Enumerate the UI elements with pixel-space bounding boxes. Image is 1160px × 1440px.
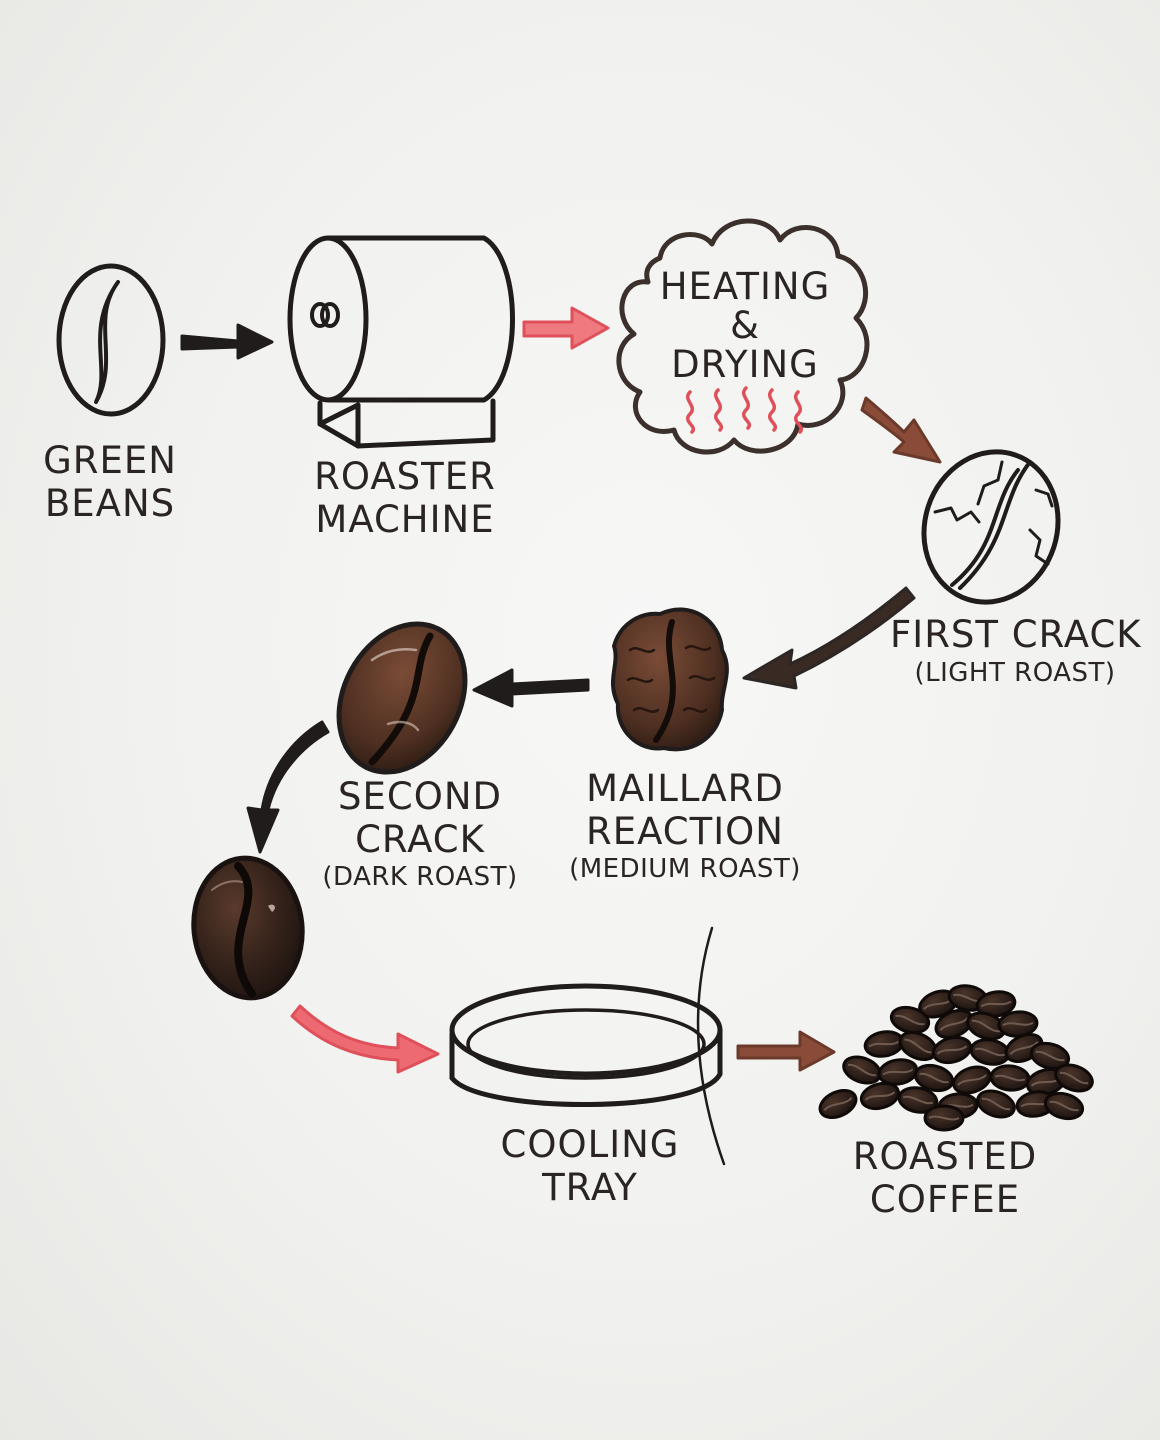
cooling-tray-icon	[449, 926, 726, 1166]
arrow-cooling-to-roasted	[736, 1030, 836, 1072]
pile-bean-crease	[823, 1096, 853, 1112]
pile-bean-crease	[936, 1045, 968, 1055]
label-roaster-line1: ROASTER	[314, 455, 496, 498]
pile-bean	[976, 1089, 1016, 1119]
pile-bean-crease	[939, 1016, 969, 1032]
pile-bean-crease	[895, 1014, 925, 1026]
label-green-beans-line2: BEANS	[44, 481, 176, 525]
pile-bean-crease	[980, 1000, 1012, 1008]
label-maillard-sub: (MEDIUM ROAST)	[569, 854, 801, 885]
label-cooling-line2: TRAY	[542, 1165, 638, 1209]
label-second-crack-sub: (DARK ROAST)	[322, 862, 518, 893]
label-roaster-line2: MACHINE	[315, 497, 495, 541]
arrow-first-crack-to-maillard	[742, 586, 916, 690]
pile-bean-crease	[847, 1063, 877, 1077]
label-maillard-line1: MAILLARD	[586, 767, 784, 810]
label-second-crack: SECOND CRACK (DARK ROAST)	[310, 775, 530, 893]
medium-roast-bean-icon	[610, 607, 729, 752]
label-roasted-line2: COFFEE	[869, 1177, 1021, 1221]
pile-bean	[1054, 1063, 1094, 1093]
pile-bean	[859, 1081, 901, 1111]
pile-bean-crease	[864, 1091, 896, 1101]
pile-bean-crease	[974, 1047, 1006, 1057]
pile-bean-crease	[1035, 1050, 1065, 1062]
pile-bean-crease	[1049, 1100, 1079, 1112]
pile-bean-crease	[904, 1038, 932, 1054]
pile-bean	[923, 1104, 965, 1132]
label-heating-drying: HEATING & DRYING	[650, 265, 840, 386]
pile-bean-crease	[902, 1095, 934, 1105]
roasted-bean-icon	[191, 855, 305, 1001]
arrow-roaster-to-heating	[522, 306, 610, 350]
pile-bean-crease	[971, 1019, 1001, 1033]
label-first-crack-title: FIRST CRACK	[890, 613, 1142, 656]
arrow-green-to-roaster	[180, 323, 274, 360]
pile-bean	[931, 1035, 973, 1065]
pile-bean	[966, 1011, 1006, 1041]
pile-bean	[897, 1086, 939, 1114]
arrow-dark-bean-to-cooling	[290, 1004, 440, 1074]
pile-bean	[1029, 1041, 1071, 1071]
pile-bean	[975, 990, 1017, 1018]
green-bean-icon	[56, 263, 166, 417]
label-green-beans-line1: GREEN	[43, 439, 177, 482]
pile-bean	[989, 1064, 1031, 1092]
arrow-maillard-to-second-crack	[472, 668, 590, 708]
arrow-heating-to-first-crack	[860, 396, 942, 464]
label-roaster-machine: ROASTER MACHINE	[305, 455, 505, 541]
pile-bean	[952, 1065, 992, 1095]
coffee-bean-pile-icon	[818, 984, 1094, 1132]
pile-bean	[1043, 1091, 1085, 1121]
roaster-drum-icon	[287, 235, 515, 449]
label-second-crack-line2: CRACK	[355, 817, 485, 861]
label-heating-line3: DRYING	[671, 342, 819, 386]
pile-bean	[863, 1030, 905, 1058]
pile-bean-crease	[1059, 1071, 1089, 1085]
pile-bean-crease	[1009, 1040, 1039, 1056]
label-cooling-tray: COOLING TRAY	[490, 1123, 690, 1209]
label-first-crack-sub: (LIGHT ROAST)	[914, 657, 1116, 688]
pile-bean-crease	[1002, 1021, 1034, 1027]
pile-bean-crease	[868, 1040, 900, 1048]
label-roasted-line1: ROASTED	[852, 1135, 1038, 1178]
pile-bean	[818, 1088, 858, 1120]
label-heating-line2: &	[730, 303, 760, 347]
label-cooling-line1: COOLING	[500, 1123, 680, 1166]
label-maillard-line2: REACTION	[586, 809, 784, 853]
arrow-second-crack-to-dark-bean	[246, 720, 330, 854]
pile-bean-crease	[994, 1074, 1026, 1082]
heat-cloud-icon	[616, 218, 870, 455]
label-second-crack-line1: SECOND	[338, 775, 502, 818]
pile-bean-crease	[981, 1097, 1011, 1111]
label-green-beans: GREEN BEANS	[35, 439, 185, 525]
label-heating-line1: HEATING	[659, 265, 831, 308]
label-first-crack: FIRST CRACK (LIGHT ROAST)	[890, 613, 1142, 688]
pile-bean-crease	[928, 1115, 960, 1121]
pile-bean-crease	[882, 1068, 914, 1076]
pile-bean-crease	[957, 1074, 987, 1086]
cracked-bean-icon	[921, 449, 1061, 605]
pile-bean-crease	[919, 1072, 949, 1084]
label-roasted-coffee: ROASTED COFFEE	[845, 1135, 1045, 1221]
dark-roast-bean-icon	[336, 621, 468, 775]
label-maillard-reaction: MAILLARD REACTION (MEDIUM ROAST)	[560, 767, 810, 885]
